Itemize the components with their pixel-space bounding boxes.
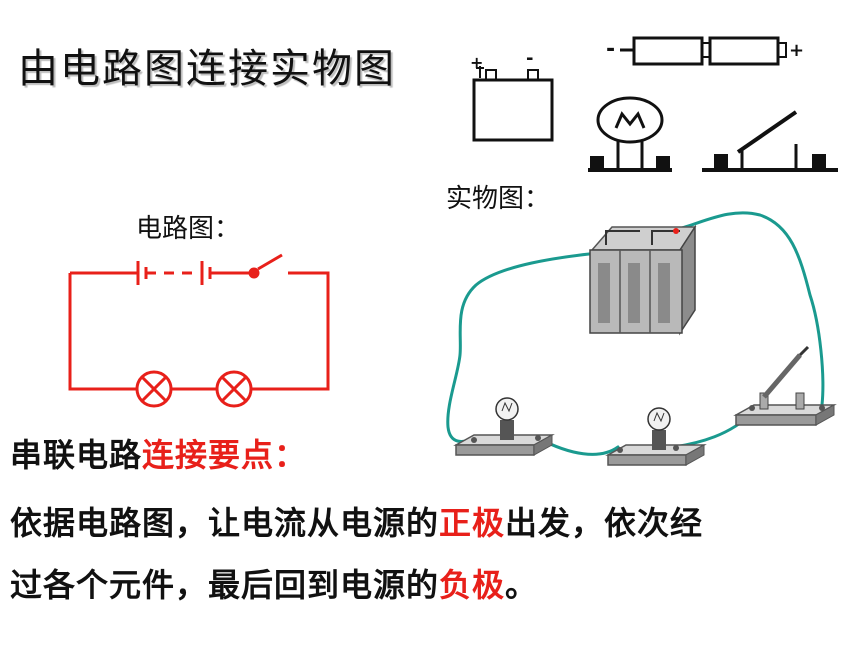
plus-sign: +	[789, 40, 804, 61]
battery-cells-icon: - +	[606, 36, 804, 66]
circuit-diagram-label: 电路图：	[136, 214, 241, 244]
battery-box-3d-icon	[589, 224, 697, 336]
minus-sign: -	[526, 48, 533, 69]
key-points-heading: 串联电路连接要点：	[10, 430, 307, 476]
bulb-on-stand-icon	[588, 96, 672, 172]
lamp-holder-icon	[605, 407, 707, 466]
knife-switch-icon	[702, 110, 838, 172]
lamp-holder-icon	[453, 397, 555, 456]
minus-sign: -	[606, 37, 615, 62]
line2-text-c: 。	[505, 566, 539, 604]
circuit-diagram	[68, 253, 330, 408]
line1-text-c: 出发，依次经	[505, 504, 704, 542]
real-diagram-label: 实物图：	[446, 184, 551, 214]
negative-pole-text: 负极	[439, 566, 506, 604]
heading-black-text: 串联电路	[10, 436, 143, 474]
positive-pole-text: 正极	[439, 504, 506, 542]
knife-switch-icon	[733, 345, 837, 426]
line2-text-a: 过各个元件，最后回到电源的	[10, 566, 440, 604]
line1-text-a: 依据电路图，让电流从电源的	[10, 504, 440, 542]
plus-sign: +	[470, 53, 483, 72]
body-text-line-2: 过各个元件，最后回到电源的负极。	[10, 560, 538, 606]
heading-red-text: 连接要点：	[142, 436, 308, 474]
page-title: 由电路图连接实物图	[18, 46, 396, 92]
lamp-symbol	[135, 370, 173, 408]
body-text-line-1: 依据电路图，让电流从电源的正极出发，依次经	[10, 498, 703, 544]
lamp-symbol	[215, 370, 253, 408]
battery-pack-icon: + -	[470, 48, 554, 142]
physical-circuit-diagram	[446, 211, 837, 466]
